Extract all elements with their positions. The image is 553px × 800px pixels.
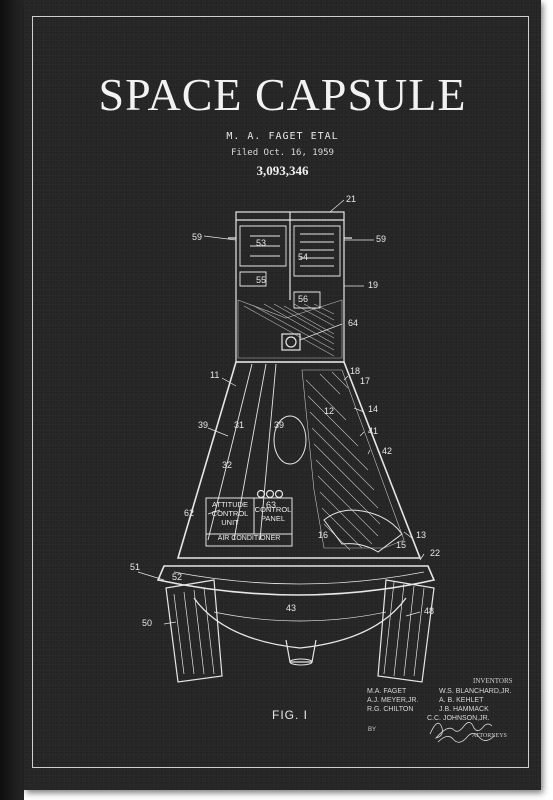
air-conditioner-label: AIR CONDITIONER bbox=[217, 535, 281, 542]
callout-54: 54 bbox=[298, 252, 309, 262]
control-panel-label: CONTROL PANEL bbox=[254, 505, 292, 523]
control-line-2: PANEL bbox=[260, 514, 286, 523]
callout-48: 48 bbox=[424, 606, 435, 616]
callout-64: 64 bbox=[348, 318, 359, 328]
callout-39: 39 bbox=[198, 420, 209, 430]
inventor-name: A.J. MEYER,JR. bbox=[367, 697, 419, 704]
callout-11: 11 bbox=[210, 370, 220, 380]
window bbox=[273, 415, 307, 465]
callout-55: 55 bbox=[256, 275, 267, 285]
callout-12: 12 bbox=[324, 406, 335, 416]
attitude-line-3: UNIT bbox=[221, 518, 239, 527]
callout-22: 22 bbox=[430, 548, 441, 558]
retro-left bbox=[165, 579, 223, 683]
canvas-edge bbox=[0, 0, 24, 800]
callout-31: 31 bbox=[234, 420, 245, 430]
air-box bbox=[205, 533, 293, 547]
inventor-name: M.A. FAGET bbox=[367, 688, 407, 695]
callout-59: 59 bbox=[192, 232, 203, 242]
callout-15: 15 bbox=[396, 540, 407, 550]
conical-body bbox=[176, 361, 422, 559]
callout-18: 18 bbox=[350, 366, 361, 376]
callout-62: 62 bbox=[184, 508, 195, 518]
retro-right bbox=[377, 579, 435, 683]
callout-32: 32 bbox=[222, 460, 233, 470]
callout-56: 56 bbox=[298, 294, 309, 304]
callout-52: 52 bbox=[172, 572, 183, 582]
inventor-names-left: M.A. FAGET A.J. MEYER,JR. R.G. CHILTON bbox=[367, 687, 418, 714]
inventor-line: M. A. FAGET ETAL bbox=[226, 131, 339, 142]
callout-42: 42 bbox=[382, 446, 393, 456]
border-frame bbox=[32, 16, 529, 768]
attorneys-label: ATTORNEYS bbox=[472, 733, 507, 739]
callout-21: 21 bbox=[346, 194, 357, 204]
callout-14: 14 bbox=[368, 404, 379, 414]
callout-19: 19 bbox=[368, 280, 379, 290]
patent-number: 3,093,346 bbox=[256, 163, 309, 178]
callout-63: 63 bbox=[266, 500, 277, 510]
callout-51: 51 bbox=[130, 562, 141, 572]
canvas-print: SPACE CAPSULE M. A. FAGET ETAL Filed Oct… bbox=[24, 0, 541, 790]
by-label: BY bbox=[368, 727, 377, 733]
callout-39: 39 bbox=[274, 420, 285, 430]
callout-53: 53 bbox=[256, 238, 267, 248]
callout-43: 43 bbox=[286, 603, 297, 613]
attitude-line-1: ATTITUDE bbox=[211, 500, 249, 509]
callout-17: 17 bbox=[360, 376, 371, 386]
inventor-name: R.G. CHILTON bbox=[367, 706, 414, 713]
callout-50: 50 bbox=[142, 618, 153, 628]
attitude-label: ATTITUDE CONTROL UNIT bbox=[206, 500, 254, 527]
patent-title: SPACE CAPSULE bbox=[98, 69, 467, 120]
callout-16: 16 bbox=[318, 530, 329, 540]
inventor-name: A. B. KEHLET bbox=[439, 697, 484, 704]
callout-59: 59 bbox=[376, 234, 387, 244]
inventor-name: J.B. HAMMACK bbox=[439, 706, 489, 713]
inventor-names-right: W.S. BLANCHARD,JR. A. B. KEHLET J.B. HAM… bbox=[427, 687, 512, 723]
control-line-1: CONTROL bbox=[254, 505, 292, 514]
attitude-line-2: CONTROL bbox=[211, 509, 249, 518]
inventor-name: W.S. BLANCHARD,JR. bbox=[439, 688, 512, 695]
callout-13: 13 bbox=[416, 530, 427, 540]
inventors-heading: INVENTORS bbox=[473, 677, 513, 685]
figure-label: FIG. I bbox=[272, 708, 308, 722]
callout-41: 41 bbox=[368, 426, 379, 436]
inventor-name: C.C. JOHNSON,JR. bbox=[427, 715, 490, 722]
signature bbox=[429, 722, 495, 743]
capsule-drawing bbox=[137, 199, 436, 683]
filed-date: Filed Oct. 16, 1959 bbox=[231, 148, 334, 158]
